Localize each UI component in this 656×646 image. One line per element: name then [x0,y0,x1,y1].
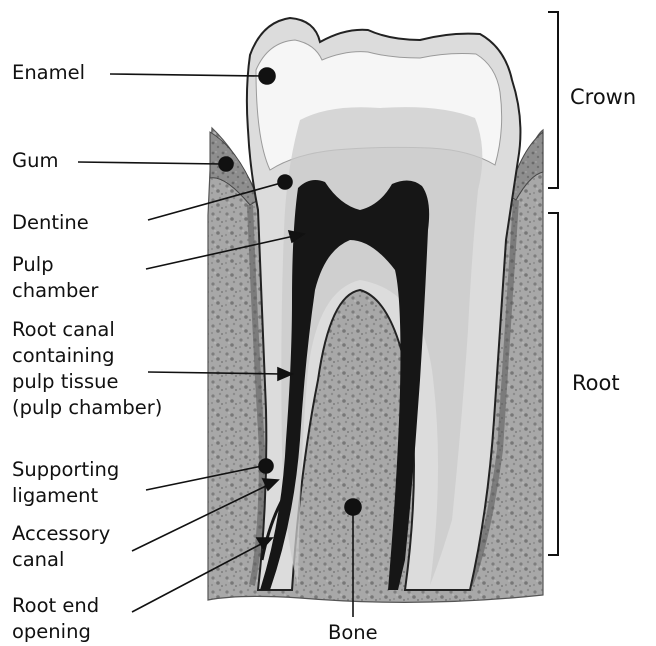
label-accessory-line-1: Accessory [12,521,110,547]
root-bracket [548,213,558,555]
label-bone: Bone [328,620,378,646]
label-pulp-chamber: Pulp chamber [12,252,98,304]
label-ligament-line-2: ligament [12,483,119,509]
label-accessory-line-2: canal [12,547,110,573]
dentine-dot [278,175,292,189]
gum-dot [219,157,233,171]
crown-bracket [548,12,558,188]
bone-dot [345,499,361,515]
label-pulp-line-2: chamber [12,278,98,304]
label-root-end-opening: Root end opening [12,593,99,645]
label-root-canal: Root canal containing pulp tissue (pulp … [12,317,162,421]
ligament-dot [259,459,273,473]
interradicular-bone [324,299,389,590]
label-root-end-line-2: opening [12,619,99,645]
label-pulp-line-1: Pulp [12,252,98,278]
label-root: Root [572,370,620,396]
label-crown: Crown [570,84,636,110]
label-accessory-canal: Accessory canal [12,521,110,573]
label-root-canal-line-1: Root canal [12,317,162,343]
enamel-dot [259,68,275,84]
label-enamel: Enamel [12,60,85,86]
label-root-canal-line-2: containing [12,343,162,369]
label-root-end-line-1: Root end [12,593,99,619]
label-ligament-line-1: Supporting [12,457,119,483]
label-dentine: Dentine [12,210,89,236]
label-gum: Gum [12,148,58,174]
label-supporting-ligament: Supporting ligament [12,457,119,509]
label-root-canal-line-4: (pulp chamber) [12,395,162,421]
label-root-canal-line-3: pulp tissue [12,369,162,395]
